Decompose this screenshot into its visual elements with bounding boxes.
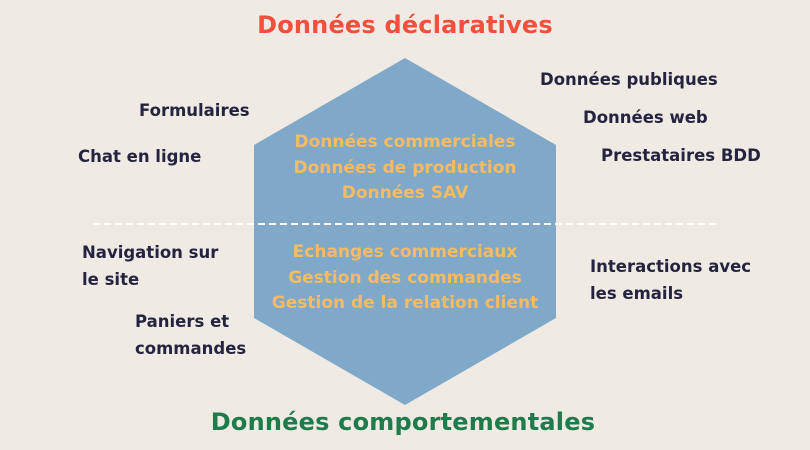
label-navigation-line1: Navigation sur	[82, 243, 219, 262]
lower-item-relation-client: Gestion de la relation client	[271, 293, 539, 313]
label-navigation-line2: le site	[82, 270, 140, 289]
label-paniers-line2: commandes	[135, 339, 247, 358]
label-chat-en-ligne: Chat en ligne	[78, 147, 202, 166]
upper-item-commerciales: Données commerciales	[294, 132, 516, 152]
label-interactions-line1: Interactions avec	[590, 257, 752, 276]
label-donnees-web: Données web	[583, 108, 708, 127]
label-paniers-line1: Paniers et	[135, 312, 230, 331]
label-paniers: Paniers et commandes	[135, 308, 246, 362]
label-navigation: Navigation sur le site	[82, 239, 218, 293]
upper-item-sav: Données SAV	[341, 183, 469, 203]
lower-item-echanges: Echanges commerciaux	[292, 242, 518, 262]
label-donnees-publiques: Données publiques	[540, 70, 718, 89]
title-comportementales: Données comportementales	[210, 408, 596, 436]
lower-item-commandes: Gestion des commandes	[288, 267, 522, 288]
hexagon-upper-items: Données commerciales Données de producti…	[254, 130, 556, 207]
hexagon-lower-items: Echanges commerciaux Gestion des command…	[254, 240, 556, 317]
title-declaratives: Données déclaratives	[257, 11, 553, 39]
label-formulaires: Formulaires	[139, 101, 250, 120]
upper-item-production: Données de production	[293, 157, 517, 178]
label-interactions-emails: Interactions avec les emails	[590, 253, 751, 307]
hexagon	[254, 58, 556, 405]
label-prestataires-bdd: Prestataires BDD	[601, 146, 761, 165]
label-interactions-line2: les emails	[590, 284, 684, 303]
